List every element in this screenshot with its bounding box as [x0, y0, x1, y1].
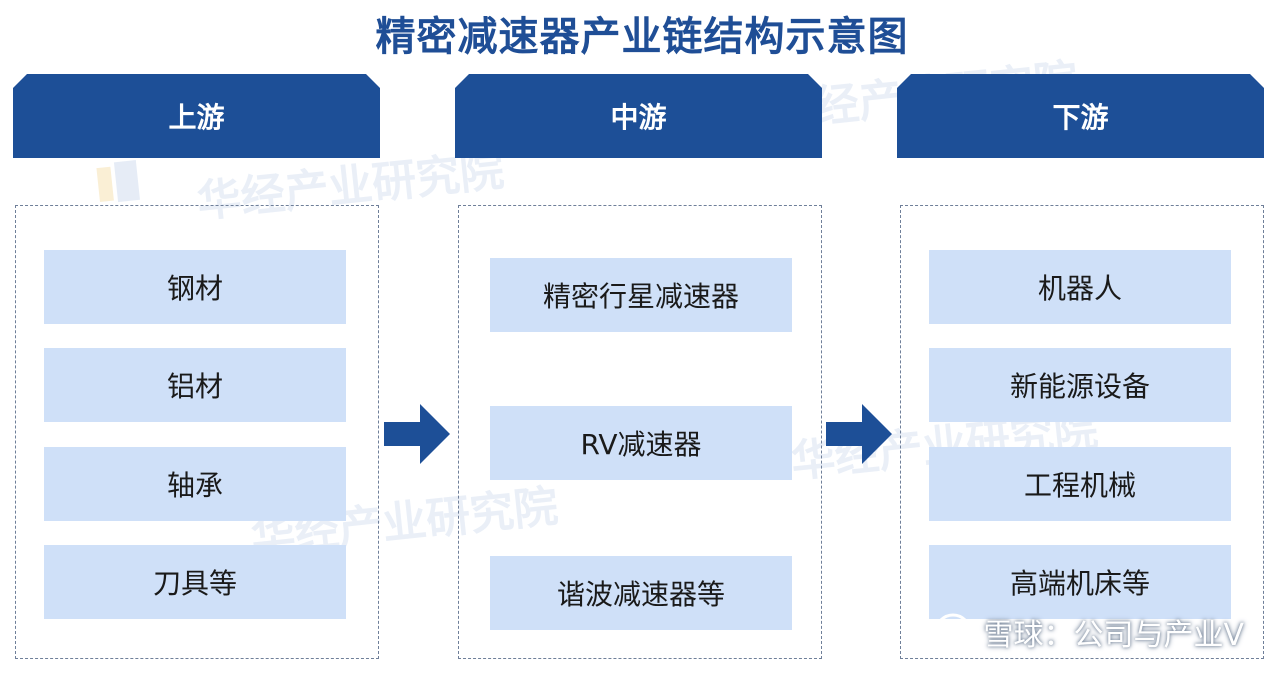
midstream-column: 精密行星减速器 RV减速器 谐波减速器等 — [458, 205, 822, 659]
right-arrow-icon — [384, 404, 450, 464]
downstream-item: 高端机床等 — [929, 545, 1231, 619]
upstream-column: 钢材 铝材 轴承 刀具等 — [15, 205, 379, 659]
right-arrow-icon — [826, 404, 892, 464]
snowball-logo-icon — [934, 613, 972, 651]
upstream-item: 铝材 — [44, 348, 346, 422]
footer-watermark: 雪球：公司与产业V — [933, 610, 1244, 654]
downstream-item: 机器人 — [929, 250, 1231, 324]
upstream-item: 刀具等 — [44, 545, 346, 619]
upstream-item: 钢材 — [44, 250, 346, 324]
page-title: 精密减速器产业链结构示意图 — [375, 14, 909, 60]
downstream-item: 工程机械 — [929, 447, 1231, 521]
midstream-item: 精密行星减速器 — [490, 258, 792, 332]
header-upstream: 上游 — [13, 74, 380, 158]
downstream-item: 新能源设备 — [929, 348, 1231, 422]
midstream-item: RV减速器 — [490, 406, 792, 480]
downstream-column: 机器人 新能源设备 工程机械 高端机床等 — [900, 205, 1264, 659]
footer-text: 雪球：公司与产业V — [983, 618, 1244, 653]
header-midstream: 中游 — [455, 74, 822, 158]
header-downstream: 下游 — [897, 74, 1264, 158]
upstream-item: 轴承 — [44, 447, 346, 521]
watermark-logo — [94, 158, 142, 206]
midstream-item: 谐波减速器等 — [490, 556, 792, 630]
